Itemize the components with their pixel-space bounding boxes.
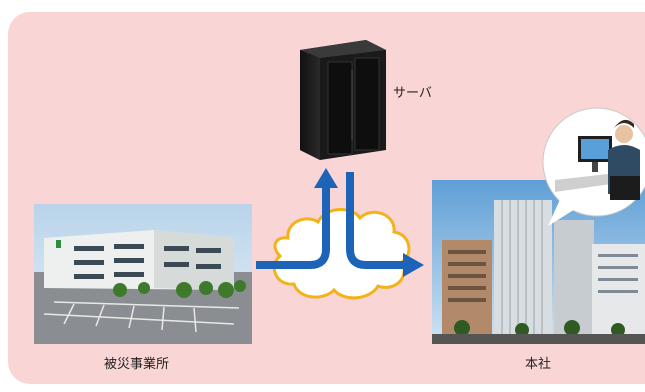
cloud-icon [272, 208, 411, 300]
download-arrow [346, 172, 405, 269]
head-office-label: 本社 [525, 356, 552, 371]
head-office-photo [432, 180, 645, 344]
upload-arrow [256, 186, 330, 269]
damaged-site-label: 被災事業所 [104, 356, 170, 371]
arrow-head-right-icon [403, 253, 424, 277]
server-label: サーバ [393, 85, 432, 100]
damaged-site-photo [34, 204, 252, 344]
arrow-head-up-icon [314, 168, 338, 188]
